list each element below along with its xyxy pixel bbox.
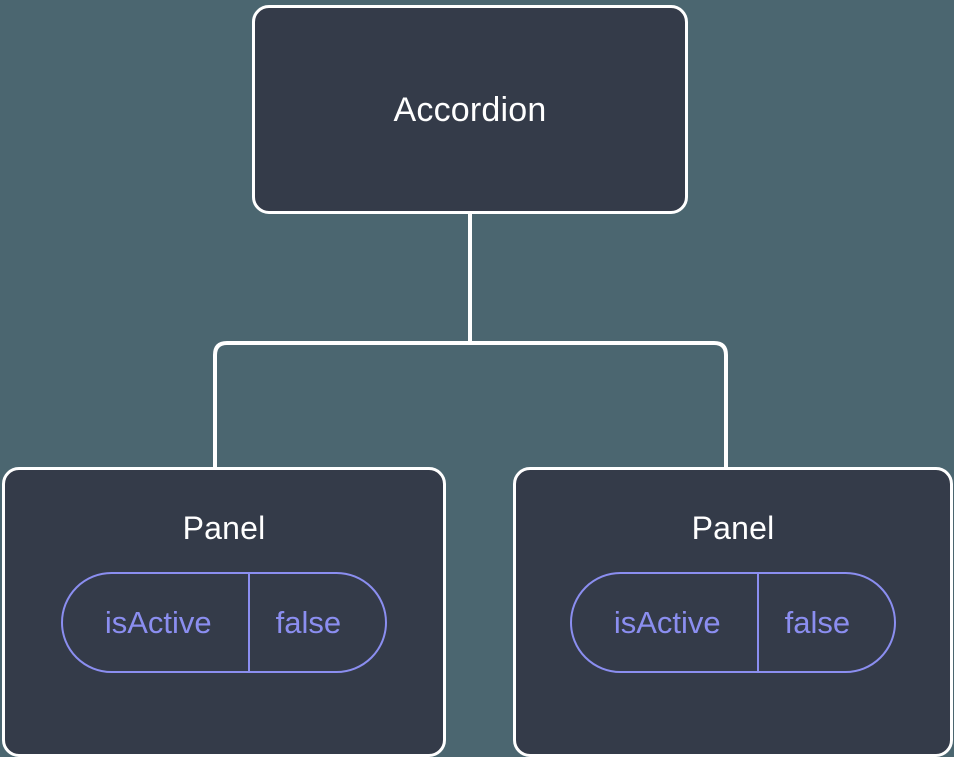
node-panel-1[interactable]: Panel isActive false [2,467,446,757]
state-key-panel-2: isActive [613,605,721,640]
state-badge-panel-1[interactable]: isActive false [60,572,388,673]
state-value-panel-1: false [247,574,385,671]
edge-root-to-panel-1 [213,341,470,468]
node-accordion-title: Accordion [393,90,547,129]
state-key-panel-1: isActive [104,605,212,640]
node-panel-2-title: Panel [691,510,775,546]
component-tree-diagram: Accordion Panel isActive false Panel isA… [2,5,953,757]
state-badge-panel-2[interactable]: isActive false [569,572,897,673]
state-value-panel-2: false [756,574,894,671]
edge-root-to-panel-2 [470,341,728,468]
node-accordion[interactable]: Accordion [252,5,688,214]
node-panel-1-title: Panel [182,510,266,546]
node-panel-2[interactable]: Panel isActive false [513,467,953,757]
